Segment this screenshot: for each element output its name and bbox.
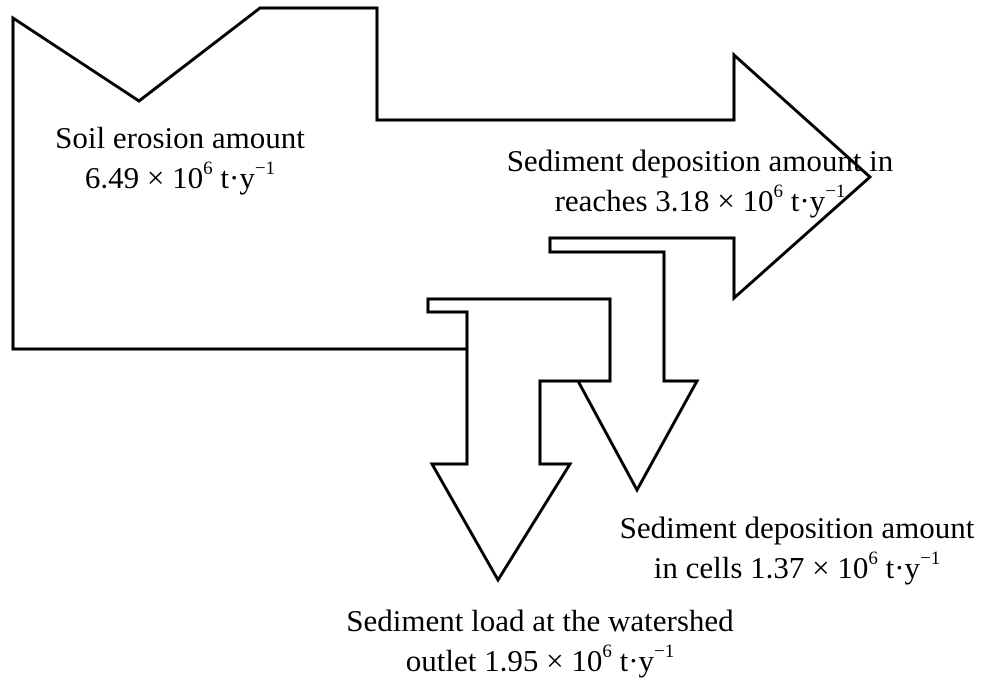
outlet-load-title: Sediment load at the watershed [346,603,734,638]
reach-deposition-label: Sediment deposition amount in reaches 3.… [470,141,930,221]
outlet-load-arrow [426,297,612,583]
reach-deposition-value: reaches 3.18 × 106 t·y−1 [554,180,846,218]
erosion-to-reaches-arrow [11,6,873,494]
cell-deposition-title: Sediment deposition amount [619,510,975,545]
outlet-load-value: outlet 1.95 × 106 t·y−1 [405,640,675,678]
reach-deposition-title: Sediment deposition amount in [506,143,894,178]
soil-erosion-title: Soil erosion amount [55,120,305,155]
soil-erosion-value: 6.49 × 106 t·y−1 [84,157,276,195]
cell-deposition-label: Sediment deposition amount in cells 1.37… [594,508,1000,588]
soil-erosion-label: Soil erosion amount 6.49 × 106 t·y−1 [30,118,330,198]
outlet-load-label: Sediment load at the watershed outlet 1.… [300,601,780,681]
cell-deposition-value: in cells 1.37 × 106 t·y−1 [653,547,941,585]
